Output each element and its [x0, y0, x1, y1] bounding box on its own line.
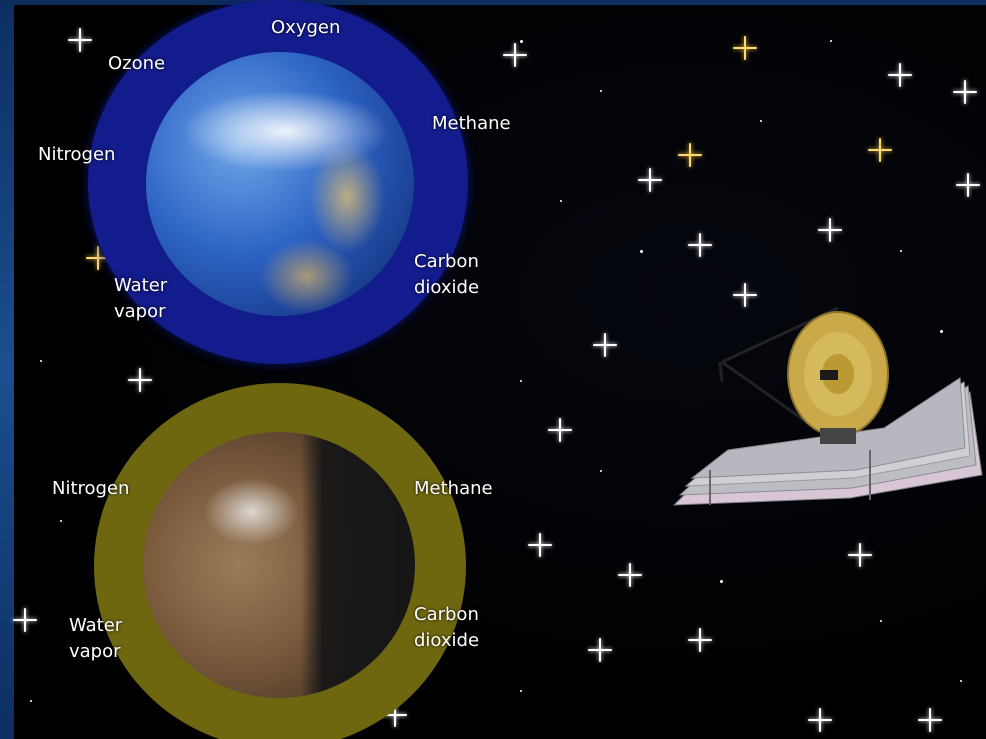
- star: [900, 250, 902, 252]
- left-edge-border: [0, 0, 14, 739]
- label-nitrogen: Nitrogen: [52, 478, 130, 499]
- label-water: Water: [69, 615, 123, 636]
- earth-planet: [146, 52, 414, 316]
- label-dioxide: dioxide: [414, 630, 480, 651]
- star: [520, 690, 522, 692]
- space-telescope-icon: [672, 306, 983, 506]
- star: [600, 90, 602, 92]
- star: [940, 330, 943, 333]
- exoplanet: [143, 432, 415, 698]
- label-water: Water: [114, 275, 168, 296]
- star: [560, 200, 562, 202]
- label-carbon: Carbon: [414, 604, 479, 625]
- star: [720, 580, 723, 583]
- star: [880, 620, 882, 622]
- label-ozone: Ozone: [108, 53, 166, 74]
- star: [30, 700, 32, 702]
- label-vapor: vapor: [114, 301, 166, 322]
- label-carbon: Carbon: [414, 251, 479, 272]
- star: [960, 680, 962, 682]
- primary-mirror: [787, 311, 889, 444]
- label-oxygen: Oxygen: [271, 17, 341, 38]
- label-methane: Methane: [432, 113, 511, 134]
- label-vapor: vapor: [69, 641, 121, 662]
- star: [520, 40, 523, 43]
- label-methane: Methane: [414, 478, 493, 499]
- sunshield: [672, 377, 983, 506]
- label-nitrogen: Nitrogen: [38, 144, 116, 165]
- star: [520, 380, 522, 382]
- label-dioxide: dioxide: [414, 277, 480, 298]
- star: [600, 470, 602, 472]
- top-edge-border: [0, 0, 986, 5]
- star: [640, 250, 643, 253]
- star: [40, 360, 42, 362]
- star: [60, 520, 62, 522]
- star: [830, 40, 832, 42]
- star: [760, 120, 762, 122]
